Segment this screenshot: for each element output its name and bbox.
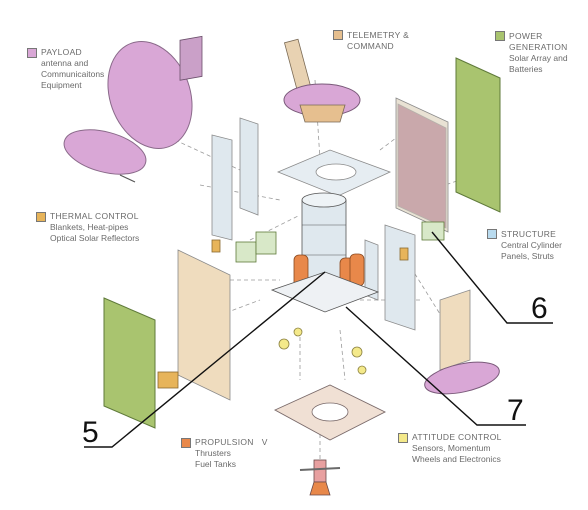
thermal-legend: THERMAL CONTROL Blankets, Heat-pipes Opt… [50,211,139,244]
power-swatch [495,31,505,41]
structure-swatch [487,229,497,239]
telemetry-swatch [333,30,343,40]
propulsion-title-row: PROPULSION V [195,437,268,448]
callout-leaders [84,231,553,448]
callout-5-leader [84,271,326,448]
attitude-components [278,327,367,375]
payload-legend: PAYLOAD antenna and Communicaitons Equip… [41,47,104,91]
structure-legend: STRUCTURE Central Cylinder Panels, Strut… [501,229,562,262]
payload-title: PAYLOAD [41,47,82,57]
lower-right-antenna [424,361,500,395]
propulsion-line-1: Thrusters [195,448,231,458]
thermal-line-2: Optical Solar Reflectors [50,233,140,243]
thermal-line-1: Blankets, Heat-pipes [50,222,129,232]
propulsion-mark: V [261,437,268,447]
payload-line-3: Equipment [41,80,82,90]
thermal-title: THERMAL CONTROL [50,211,139,221]
power-line-2: Solar Array and [509,53,568,63]
launch-adapter-panel [273,384,387,441]
telemetry-line-2: COMMAND [347,41,394,51]
power-title: POWER [509,31,543,41]
propulsion-legend: PROPULSION V Thrusters Fuel Tanks [195,437,268,470]
callout-5: 5 [82,416,99,449]
structure-title: STRUCTURE [501,229,557,239]
callout-7-leader [345,306,526,426]
lower-deck [270,271,380,313]
power-line-3: Batteries [509,64,543,74]
attitude-line-2: Wheels and Electronics [412,454,501,464]
callout-7: 7 [507,394,524,427]
telemetry-title: TELEMETRY & [347,30,410,40]
thermal-components [157,239,409,389]
payload-swatch [27,48,37,58]
callout-6: 6 [531,292,548,325]
payload-antennas [63,35,203,183]
telemetry-legend: TELEMETRY & COMMAND [347,30,409,52]
propulsion-swatch [181,438,191,448]
thermal-swatch [36,212,46,222]
structure-line-2: Panels, Struts [501,251,554,261]
telemetry-antenna [283,38,361,123]
callout-6-leader [431,231,553,324]
electronics-boxes [235,221,445,263]
solar-array-panels [103,57,501,429]
thruster-assembly [299,459,341,496]
propulsion-title: PROPULSION [195,437,254,447]
structure-line-1: Central Cylinder [501,240,562,250]
propulsion-line-2: Fuel Tanks [195,459,236,469]
attitude-line-1: Sensors, Momentum [412,443,491,453]
power-line-1: GENERATION [509,42,568,52]
attitude-legend: ATTITUDE CONTROL Sensors, Momentum Wheel… [412,432,502,465]
payload-line-2: Communicaitons [41,69,105,79]
attitude-swatch [398,433,408,443]
payload-line-1: antenna and [41,58,89,68]
attitude-title: ATTITUDE CONTROL [412,432,502,442]
power-legend: POWER GENERATION Solar Array and Batteri… [509,31,568,75]
